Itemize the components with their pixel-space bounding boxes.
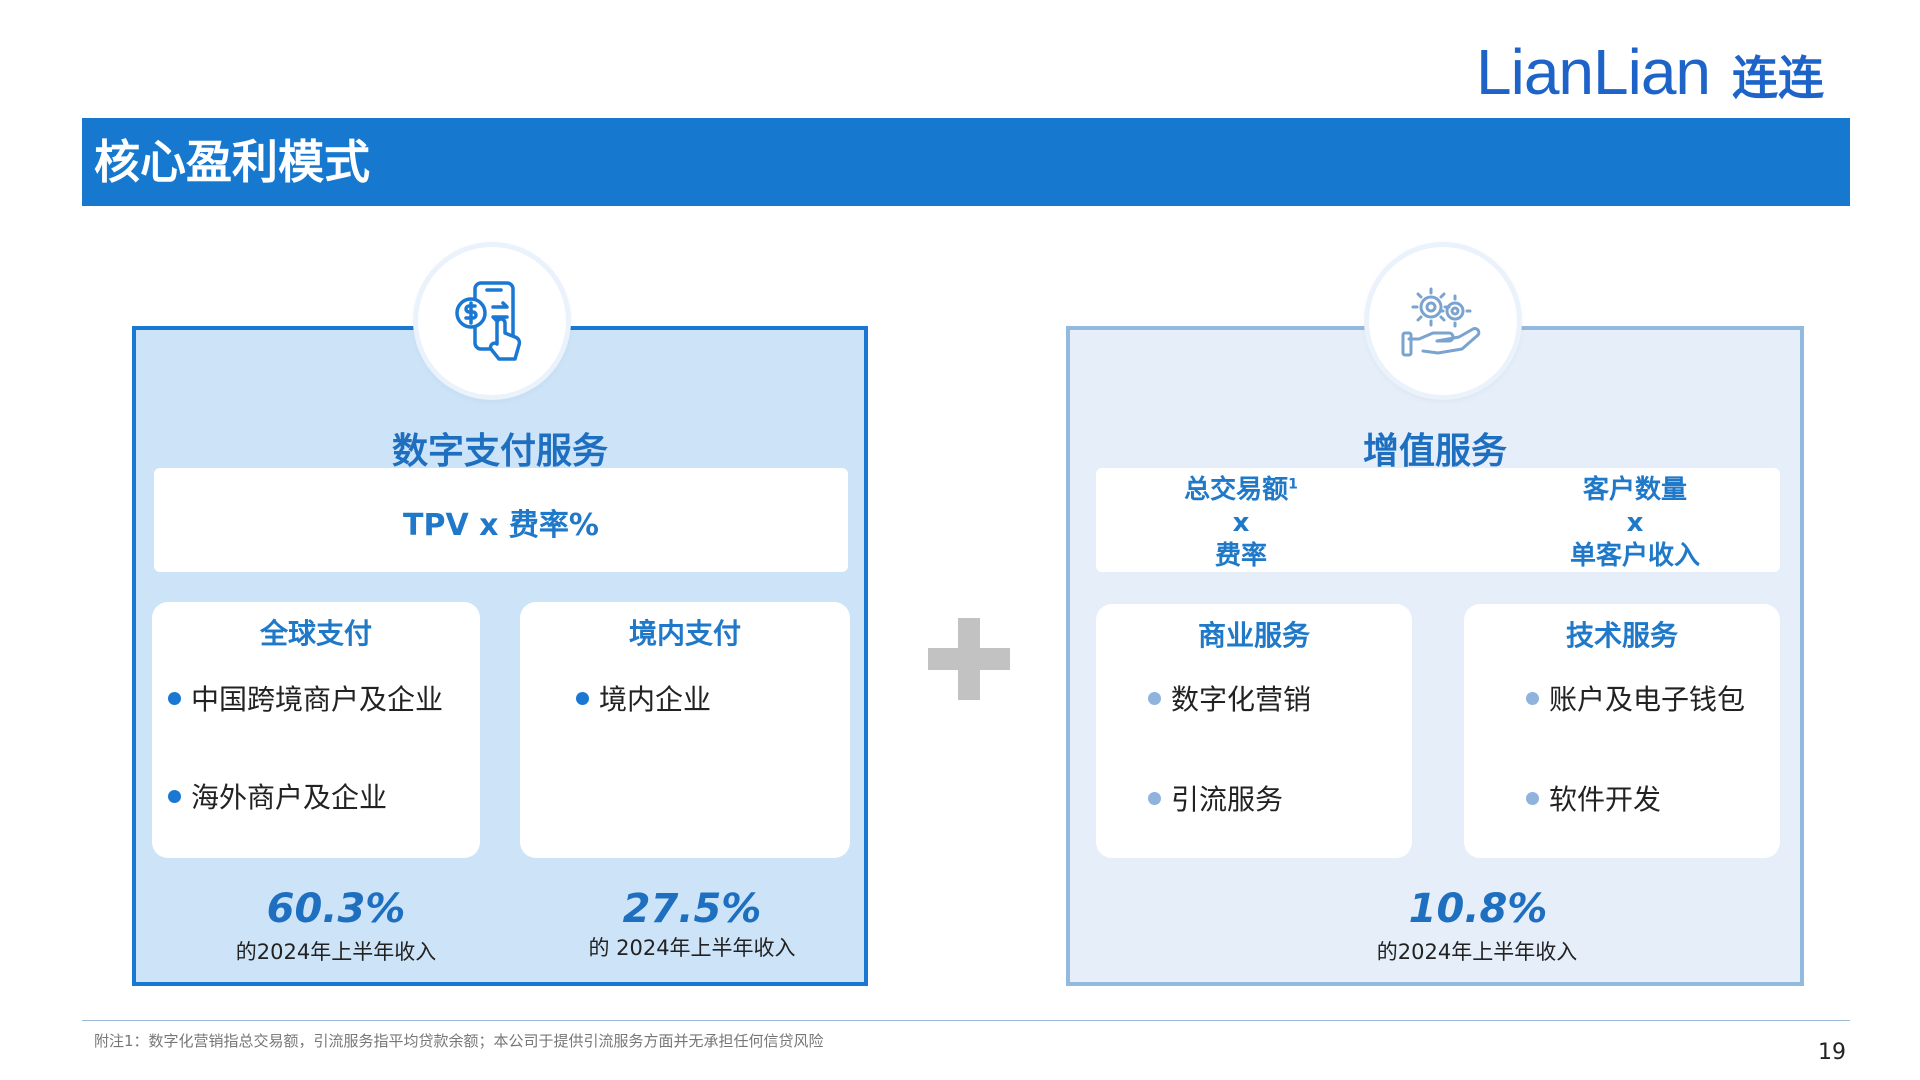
digital-payment-panel: 数字支付服务 TPV x 费率% 全球支付 中国跨境商户及企业 海外商户及企业 … bbox=[132, 326, 868, 986]
mobile-payment-icon bbox=[418, 247, 566, 395]
page-number: 19 bbox=[1818, 1040, 1846, 1065]
bullet-dot bbox=[1148, 791, 1161, 805]
domestic-payment-share-caption: 的 2024年上半年收入 bbox=[588, 936, 796, 960]
bullet-dot bbox=[1526, 791, 1539, 805]
global-payment-card: 全球支付 中国跨境商户及企业 海外商户及企业 bbox=[152, 602, 480, 858]
business-services-title: 商业服务 bbox=[1197, 619, 1310, 652]
tech-services-title: 技术服务 bbox=[1565, 619, 1678, 652]
domestic-payment-card: 境内支付 境内企业 bbox=[520, 602, 850, 858]
page-title: 核心盈利模式 bbox=[94, 135, 370, 189]
domestic-payment-title: 境内支付 bbox=[628, 617, 741, 650]
tpv-formula: TPV x 费率% bbox=[403, 508, 599, 543]
business-services-card: 商业服务 数字化营销 引流服务 bbox=[1096, 604, 1412, 858]
list-item: 引流服务 bbox=[1148, 778, 1283, 818]
value-added-title: 增值服务 bbox=[1362, 431, 1507, 472]
tech-services-card: 技术服务 账户及电子钱包 软件开发 bbox=[1464, 604, 1780, 858]
list-item: 海外商户及企业 bbox=[168, 776, 387, 816]
list-item: 中国跨境商户及企业 bbox=[168, 678, 443, 718]
list-item: 数字化营销 bbox=[1148, 678, 1311, 718]
logo-latin: LianLian bbox=[1476, 36, 1711, 108]
list-item: 账户及电子钱包 bbox=[1526, 678, 1745, 718]
global-payment-title: 全球支付 bbox=[259, 617, 372, 650]
hand-gears-icon bbox=[1369, 247, 1517, 395]
global-payment-share-caption: 的2024年上半年收入 bbox=[235, 940, 437, 964]
value-added-share: 10.8% bbox=[1408, 886, 1548, 932]
value-added-share-caption: 的2024年上半年收入 bbox=[1376, 940, 1578, 964]
plus-icon bbox=[928, 618, 1010, 700]
title-band: 核心盈利模式 bbox=[82, 118, 1850, 206]
tpv-formula-box: TPV x 费率% bbox=[154, 468, 848, 572]
footnote: 附注1：数字化营销指总交易额，引流服务指平均贷款余额；本公司于提供引流服务方面并… bbox=[94, 1032, 824, 1050]
domestic-payment-share: 27.5% bbox=[622, 886, 762, 932]
list-item: 境内企业 bbox=[576, 678, 711, 718]
logo-cn: 连连 bbox=[1732, 51, 1824, 105]
bullet-dot bbox=[576, 691, 589, 705]
bullet-dot bbox=[1526, 691, 1539, 705]
bullet-dot bbox=[168, 789, 181, 803]
list-item: 软件开发 bbox=[1526, 778, 1661, 818]
value-added-formula-box: 总交易额1 x 费率 客户数量 x 单客户收入 bbox=[1096, 468, 1780, 572]
bullet-dot bbox=[168, 691, 181, 705]
customer-revenue-formula: 客户数量 x 单客户收入 bbox=[1569, 475, 1700, 571]
tpv-rate-formula: 总交易额1 x 费率 bbox=[1184, 475, 1298, 571]
digital-payment-title: 数字支付服务 bbox=[391, 431, 608, 472]
footer-divider bbox=[82, 1020, 1850, 1021]
company-logo: LianLian 连连 bbox=[1476, 40, 1824, 104]
global-payment-share: 60.3% bbox=[266, 886, 406, 932]
value-added-panel: 增值服务 总交易额1 x 费率 客户数量 x 单客户收入 商业服务 数字化营销 … bbox=[1066, 326, 1804, 986]
bullet-dot bbox=[1148, 691, 1161, 705]
